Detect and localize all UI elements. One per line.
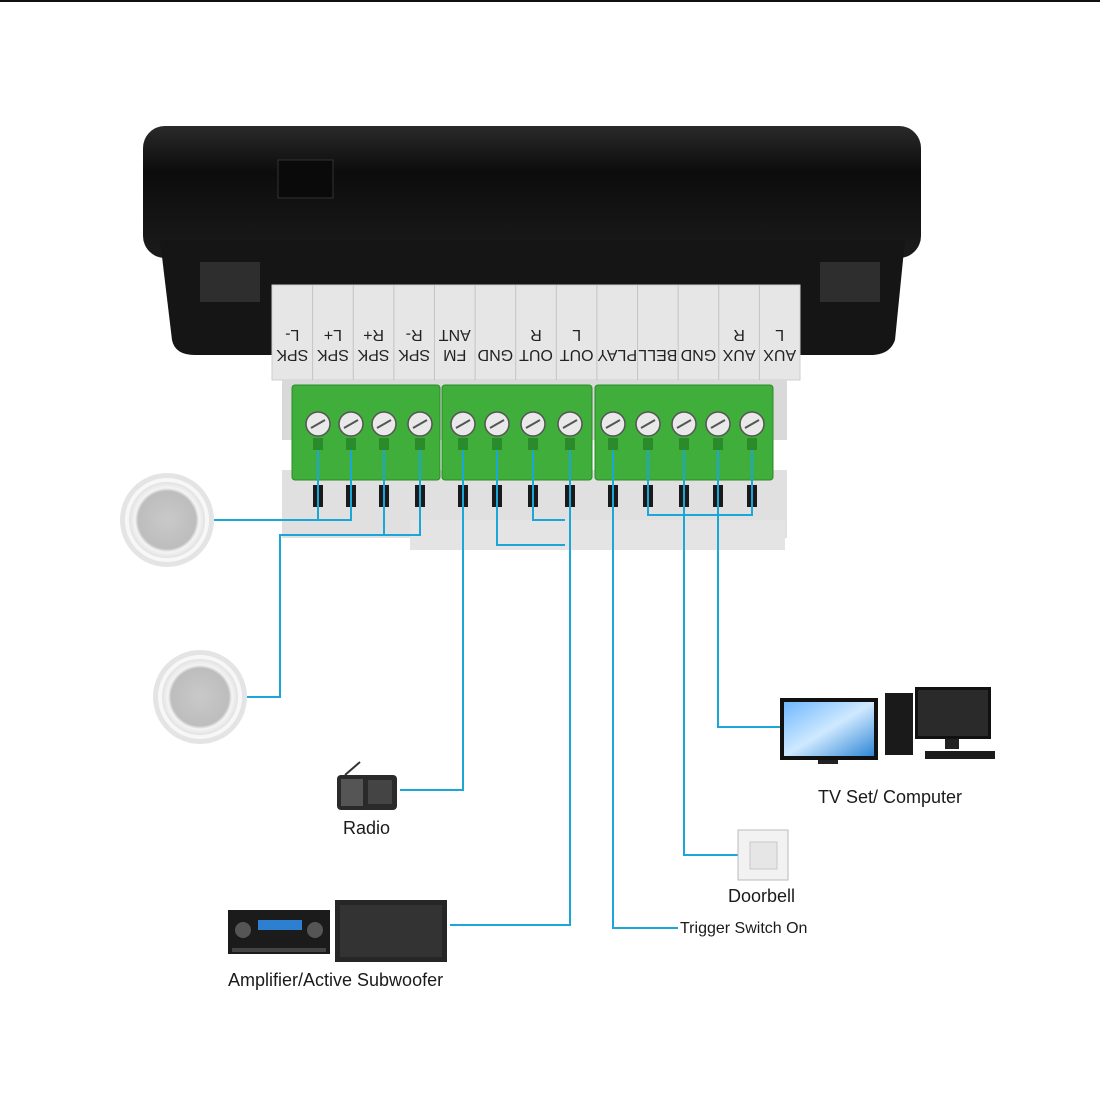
terminal-label-line2: L+ [324,326,342,343]
screw-slot [640,419,656,429]
terminal-label: BELL [638,346,677,363]
wires [214,450,783,929]
ceiling-speaker-top [120,473,214,567]
terminal-label-line1: SPK [357,346,389,363]
terminal-label: AUX R [722,326,755,363]
terminal-label-line2: L- [285,326,299,343]
terminal-pin [713,438,723,450]
terminal-label-line1: SPK [317,346,349,363]
terminal-label-line2: R [530,326,542,343]
terminal-label-cells: SPK L- SPK L+ SPK R+ SPK R- FM ANT GND OUT R OUT L PLAY… [276,285,796,380]
amplifier-icon [228,910,330,954]
terminal-label-line2: R- [406,326,423,343]
screw-slot [562,419,578,429]
terminal-pin [608,438,618,450]
wire [400,450,464,791]
top-divider [0,0,1100,2]
terminal-pin [528,438,538,450]
wire [318,450,352,521]
terminal-label-line1: OUT [560,346,594,363]
terminal-label: SPK R- [398,326,430,363]
terminal-label: FM ANT [439,326,471,363]
terminal-pin [415,438,425,450]
terminal-label-line1: GND [681,346,717,363]
tv-icon [780,698,878,764]
terminal-block-speaker [291,384,441,481]
terminal-label-line1: OUT [519,346,553,363]
terminal-pin [379,438,389,450]
doorbell-icon [737,829,789,881]
terminal-label-line1: AUX [763,346,796,363]
terminal-label: OUT L [560,326,594,363]
wire [717,450,783,728]
terminal-label-line1: PLAY [597,346,637,363]
screw-slot [455,419,471,429]
screw-slot [310,419,326,429]
subwoofer-icon [335,900,447,962]
terminal-pin [458,438,468,450]
amplifier-label: Amplifier/Active Subwoofer [228,970,444,990]
terminal-pin [747,438,757,450]
terminal-label: OUT R [519,326,553,363]
screw-slot [710,419,726,429]
screw-slot [525,419,541,429]
screw-slot [605,419,621,429]
tv-computer-label: TV Set/ Computer [818,787,963,807]
terminal-label-line1: BELL [638,346,677,363]
terminal-label: SPK L+ [317,326,349,363]
wire [683,450,738,856]
terminal-label-strip [271,284,801,381]
terminal-label-line1: SPK [276,346,308,363]
terminal-pin [346,438,356,450]
terminal-label-line2: R [733,326,745,343]
terminal-label: SPK R+ [357,326,389,363]
terminal-label-line1: FM [443,346,466,363]
screw-slot [676,419,692,429]
screw-slot [412,419,428,429]
screw-slot [744,419,760,429]
wire [247,450,385,698]
trigger-label: Trigger Switch On [680,920,808,937]
terminal-block-audio [441,384,593,481]
ceiling-speaker-bottom [153,650,247,744]
terminal-label-line2: L [572,326,581,343]
doorbell-label: Doorbell [728,886,796,906]
terminal-label-line1: GND [478,346,514,363]
wire [532,450,565,521]
terminal-label-line2: R+ [363,326,384,343]
wire [496,450,565,546]
terminal-label: GND [478,346,514,363]
wire [450,450,571,926]
radio-icon [337,761,397,810]
wire [612,450,678,929]
screw-slot [489,419,505,429]
wire [647,450,753,516]
terminal-pin [643,438,653,450]
terminal-label-line1: AUX [722,346,755,363]
terminal-label-line1: SPK [398,346,430,363]
screw-slot [343,419,359,429]
terminal-pin [492,438,502,450]
screw-slot [376,419,392,429]
terminal-label: PLAY [597,346,637,363]
terminal-label-line2: L [775,326,784,343]
terminal-pin [565,438,575,450]
computer-icon [885,687,995,759]
wire [384,450,421,536]
terminal-label: AUX L [763,326,796,363]
terminal-label-line2: ANT [439,326,471,343]
terminal-label: SPK L- [276,326,308,363]
terminal-pin [679,438,689,450]
radio-label: Radio [343,818,391,838]
terminal-label: GND [681,346,717,363]
terminal-pin [313,438,323,450]
